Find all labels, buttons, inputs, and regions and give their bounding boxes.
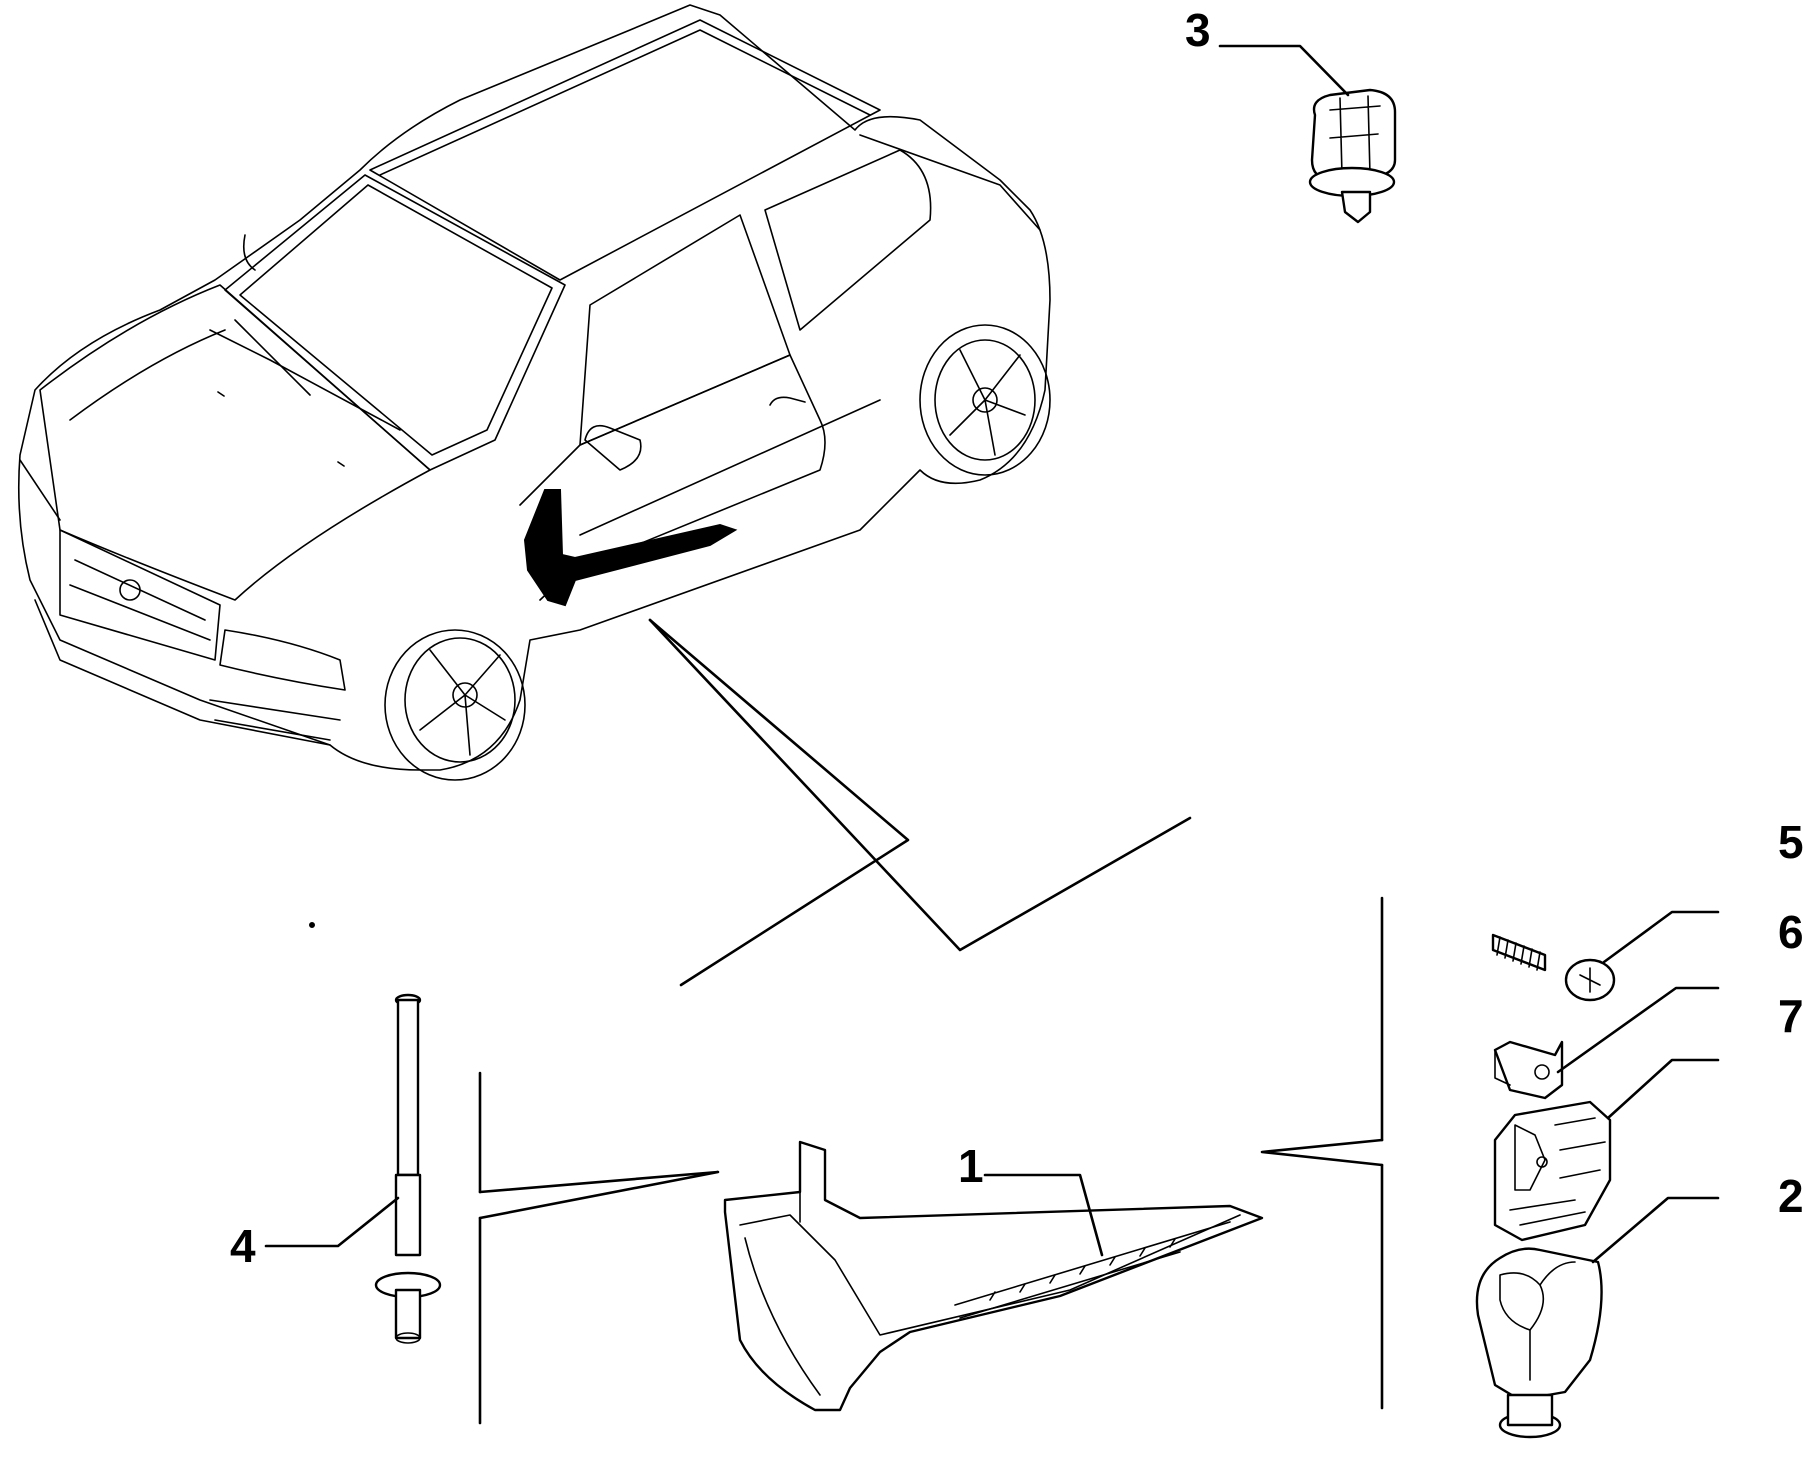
callout-2: 2 (1778, 1170, 1804, 1222)
part-1-sill-guard (723, 1140, 1264, 1412)
callout-7: 7 (1778, 990, 1804, 1042)
front-wheel (384, 629, 526, 781)
callout-6: 6 (1778, 906, 1804, 958)
part-2-clip (1475, 1196, 1720, 1439)
part-5-screw (1491, 910, 1720, 1002)
part-6-clip (1493, 986, 1720, 1100)
sill-trim-highlight (523, 489, 738, 607)
callout-4: 4 (230, 1220, 256, 1272)
part-4-stud (264, 993, 442, 1344)
rear-wheel (919, 324, 1051, 476)
callout-1: 1 (958, 1140, 984, 1192)
guide-lines (309, 618, 1384, 1425)
car-illustration (17, 4, 1051, 781)
callout-3: 3 (1185, 4, 1211, 56)
part-7-bracket (1493, 1058, 1720, 1242)
part-3-clip (1218, 44, 1397, 224)
callout-5: 5 (1778, 816, 1804, 868)
